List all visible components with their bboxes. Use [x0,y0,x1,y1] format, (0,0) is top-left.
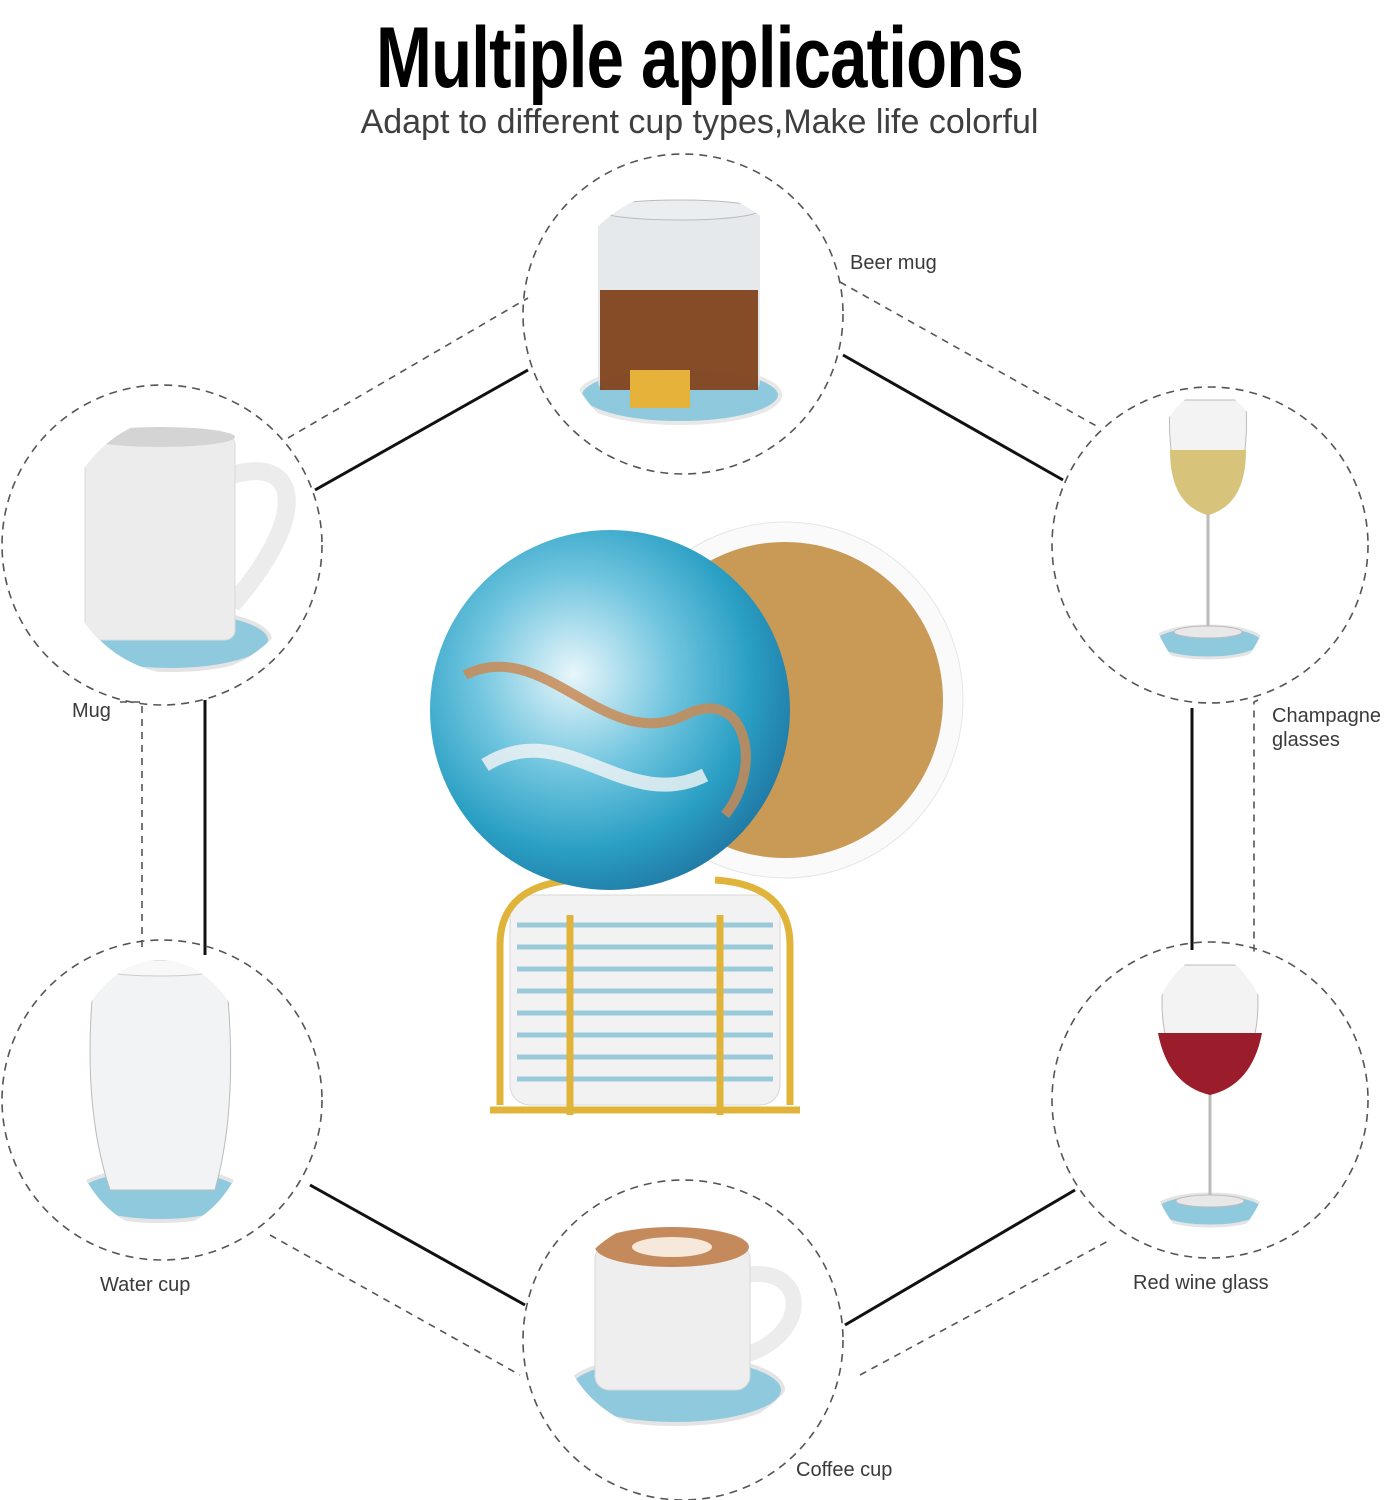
gold-holder [490,876,800,1115]
label-coffee-cup: Coffee cup [796,1459,893,1481]
label-red-wine-glass: Red wine glass [1133,1272,1269,1294]
label-beer-mug: Beer mug [850,252,937,274]
label-mug: Mug [72,700,111,722]
coaster-set-product-image [430,521,964,1115]
label-champagne: Champagne glasses [1272,704,1381,752]
red-wine-glass-image [1153,964,1267,1228]
page-subtitle: Adapt to different cup types,Make life c… [360,103,1039,141]
mug-image [68,427,296,672]
label-water-cup: Water cup [100,1274,191,1296]
label-champagne-line2: glasses [1272,729,1340,751]
water-cup-image [73,960,247,1223]
label-champagne-line1: Champagne [1272,705,1381,727]
coaster-stack [509,894,781,1106]
beer-mug-image [578,199,782,425]
page-title: Multiple applications [375,10,1024,106]
champagne-glass-image [1151,399,1265,660]
coffee-cup-image [565,1227,802,1426]
